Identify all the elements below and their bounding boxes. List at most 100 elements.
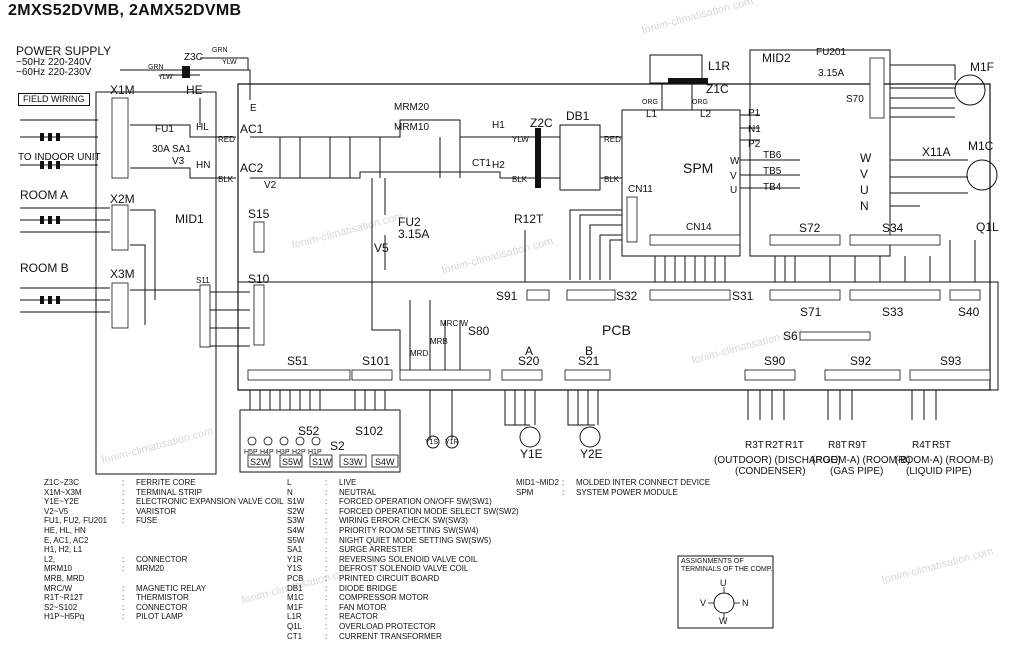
legend-description: MOLDED INTER CONNECT DEVICE: [576, 478, 711, 487]
legend-description: MRM20: [136, 564, 165, 574]
legend-row: SPM:SYSTEM POWER MODULE: [516, 488, 710, 498]
blk-wire-label: BLK: [218, 175, 234, 184]
legend-colon: :: [325, 516, 328, 526]
legend-row: Y1S:DEFROST SOLENOID VALVE COIL: [287, 564, 519, 574]
legend-colon: :: [325, 506, 328, 516]
y2e-label: Y2E: [580, 447, 603, 461]
room-ab-gas-label: (ROOM-A) (ROOM-B): [812, 455, 911, 466]
legend-description: FERRITE CORE: [136, 478, 196, 487]
ct1-label: CT1: [472, 158, 491, 169]
s15-label: S15: [248, 207, 270, 221]
fu2-label: FU2: [398, 215, 421, 229]
hn-label: HN: [196, 160, 211, 171]
legend-colon: :: [325, 564, 328, 574]
switch-label: S2W: [250, 457, 270, 467]
org-label-2: ORG: [692, 99, 708, 106]
blu-h2-label: BLK: [512, 175, 528, 184]
legend-row: H1, H2, L1: [44, 545, 284, 555]
tb6-label: TB6: [763, 150, 782, 161]
legend-row: S3W:WIRING ERROR CHECK SW(SW3): [287, 516, 519, 526]
legend-colon: :: [325, 593, 328, 603]
legend-code: S5W: [287, 535, 305, 545]
legend-description: REVERSING SOLENOID VALVE COIL: [339, 554, 478, 564]
ylw-h1-label: YLW: [512, 135, 529, 144]
s34-label: S34: [882, 221, 904, 235]
legend-description: DIODE BRIDGE: [339, 583, 398, 593]
comp-assign-title-2: TERMINALS OF THE COMP.: [681, 566, 773, 573]
legend-row: DB1:DIODE BRIDGE: [287, 584, 519, 594]
legend-code: MRC/W: [44, 583, 72, 593]
legend-colon: :: [325, 602, 328, 612]
power-supply-label: POWER SUPPLY: [16, 44, 112, 58]
tb5-label: TB5: [763, 166, 782, 177]
legend-row: S1W:FORCED OPERATION ON/OFF SW(SW1): [287, 497, 519, 507]
m1c-label: M1C: [968, 139, 994, 153]
legend-description: ELECTRONIC EXPANSION VALVE COIL: [136, 497, 284, 507]
room-ab-liquid-label: (ROOM-A) (ROOM-B): [895, 455, 994, 466]
r4t-label: R4T: [912, 440, 931, 451]
s10-label: S10: [248, 272, 270, 286]
legend-code: Y1E~Y2E: [44, 497, 79, 507]
legend-row: CT1:CURRENT TRANSFORMER: [287, 632, 519, 642]
legend-code: MID1~MID2: [516, 478, 559, 487]
legend-code: HE, HL, HN: [44, 525, 86, 535]
x3m-label: X3M: [110, 267, 135, 281]
cn14-label: CN14: [686, 222, 712, 233]
z3c-label: Z3C: [184, 52, 203, 63]
legend-row: MRM10:MRM20: [44, 564, 284, 574]
q1l-label: Q1L: [976, 220, 999, 234]
s11-label: S11: [196, 276, 210, 285]
fu201-value: 3.15A: [818, 68, 845, 79]
legend-description: NEUTRAL: [339, 487, 377, 497]
legend-colon: :: [325, 487, 328, 497]
legend-colon: :: [325, 525, 328, 535]
to-indoor-label: TO INDOOR UNIT: [18, 152, 101, 163]
legend-colon: :: [325, 583, 328, 593]
legend-description: REACTOR: [339, 612, 378, 622]
u-terminal-label: U: [730, 185, 738, 196]
legend-code: L: [287, 478, 292, 487]
switch-label: S3W: [343, 457, 363, 467]
legend-colon: :: [122, 612, 125, 622]
s52-label: S52: [298, 424, 320, 438]
freq-label-2: ~60Hz 220-230V: [16, 67, 92, 78]
b-label: B: [585, 344, 594, 358]
e-label: E: [250, 103, 257, 114]
cn11-label: CN11: [628, 184, 653, 195]
legend-row: S4W: PRIORITY ROOM SETTING SW(SW4): [287, 526, 519, 536]
legend-row: N:NEUTRAL: [287, 488, 519, 498]
red-db1-label: RED: [604, 135, 621, 144]
legend-description: COMPRESSOR MOTOR: [339, 593, 429, 603]
legend-code: PCB: [287, 573, 304, 583]
legend-row: HE, HL, HN: [44, 526, 284, 536]
legend-colon: :: [122, 506, 125, 516]
org-label-1: ORG: [642, 99, 658, 106]
s101-label: S101: [362, 354, 391, 368]
legend-colon: :: [122, 583, 125, 593]
legend-code: SA1: [287, 545, 303, 555]
w-mid2-label: W: [860, 151, 872, 165]
s93-label: S93: [940, 354, 962, 368]
legend-row: L2,:CONNECTOR: [44, 555, 284, 565]
legend-row: Y1R:REVERSING SOLENOID VALVE COIL: [287, 555, 519, 565]
legend-description: OVERLOAD PROTECTOR: [339, 621, 436, 631]
legend-row: SA1:SURGE ARRESTER: [287, 545, 519, 555]
x1m-label: X1M: [110, 83, 135, 97]
legend-row: L1R:REACTOR: [287, 612, 519, 622]
legend-row: FU1, FU2, FU201:FUSE: [44, 516, 284, 526]
legend-code: S4W: [287, 525, 305, 535]
legend-colon: :: [325, 545, 328, 555]
gas-pipe-label: (GAS PIPE): [830, 466, 884, 477]
s80-label: S80: [468, 324, 490, 338]
legend-description: PRIORITY ROOM SETTING SW(SW4): [339, 525, 479, 535]
s32-label: S32: [616, 289, 638, 303]
hl-label: HL: [196, 122, 209, 133]
w-terminal-label: W: [730, 156, 740, 167]
legend-row: L:LIVE: [287, 478, 519, 488]
y1s-label: Y1S: [425, 439, 439, 446]
fu201-label: FU201: [816, 47, 847, 58]
n-mid2-label: N: [860, 199, 869, 213]
pcb-label: PCB: [602, 322, 631, 338]
he-label: HE: [186, 83, 203, 97]
